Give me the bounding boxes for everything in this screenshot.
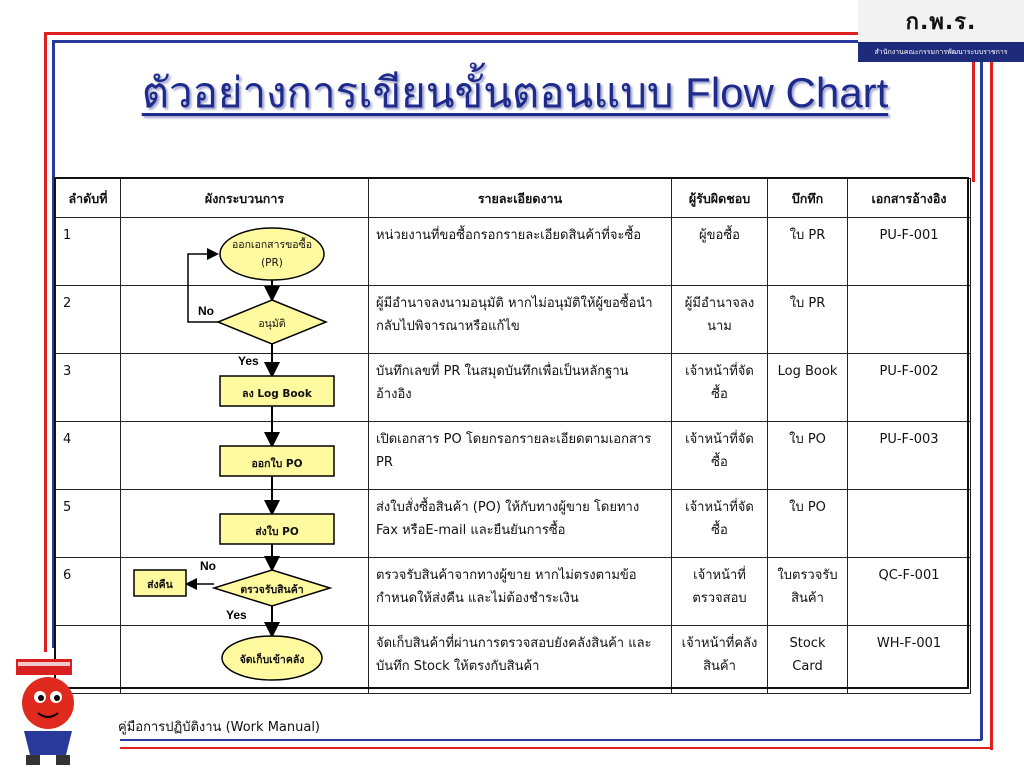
cell-owner: เจ้าหน้าที่จัดซื้อ	[671, 353, 768, 422]
cell-reference: QC-F-001	[847, 557, 971, 626]
return-label: ส่งคืน	[147, 579, 173, 591]
header-no: ลำดับที่	[55, 178, 121, 218]
header-record: บึกทึก	[767, 178, 848, 218]
process-flowchart: ออกเอกสารขอซื้อ (PR) อนุมัติ ลง Log Book…	[120, 214, 368, 690]
cell-detail: หน่วยงานที่ขอซื้อกรอกรายละเอียดสินค้าที่…	[368, 217, 672, 286]
cell-detail: เปิดเอกสาร PO โดยกรอกรายละเอียดตามเอกสาร…	[368, 421, 672, 490]
cell-owner: ผู้ขอซื้อ	[671, 217, 768, 286]
cell-record: ใบ PR	[767, 217, 848, 286]
cell-owner: เจ้าหน้าที่จัดซื้อ	[671, 489, 768, 558]
issue-po-label: ออกใบ PO	[251, 458, 303, 470]
header-owner: ผู้รับผิดชอบ	[671, 178, 768, 218]
frame-line-blue-left	[52, 40, 55, 648]
cell-reference	[847, 489, 971, 558]
frame-line-red-left	[44, 32, 47, 652]
cell-reference: PU-F-001	[847, 217, 971, 286]
inspect-label: ตรวจรับสินค้า	[240, 584, 304, 596]
flowchart-table: ลำดับที่ ผังกระบวนการ รายละเอียดงาน ผู้ร…	[55, 178, 971, 694]
header-detail: รายละเอียดงาน	[368, 178, 672, 218]
cell-record: ใบตรวจรับสินค้า	[767, 557, 848, 626]
no-label-approve: No	[198, 304, 214, 318]
header-process: ผังกระบวนการ	[120, 178, 369, 218]
cell-record: ใบ PO	[767, 421, 848, 490]
logbook-label: ลง Log Book	[242, 388, 312, 400]
store-label: จัดเก็บเข้าคลัง	[239, 654, 305, 666]
logbook-box	[219, 375, 335, 407]
yes-label-approve: Yes	[238, 354, 259, 368]
cell-record: ใบ PR	[767, 285, 848, 354]
send-po-box	[219, 513, 335, 545]
frame-line-blue-bottom	[120, 739, 982, 741]
cell-no: 6	[55, 557, 121, 626]
frame-line-red-right	[972, 32, 975, 182]
logo-subtitle: สำนักงานคณะกรรมการพัฒนาระบบราชการ	[858, 42, 1024, 62]
cell-record: Log Book	[767, 353, 848, 422]
cell-reference: WH-F-001	[847, 625, 971, 694]
cell-reference: PU-F-002	[847, 353, 971, 422]
no-label-inspect: No	[200, 559, 216, 573]
arrow-no-loop	[187, 248, 219, 323]
header-reference: เอกสารอ้างอิง	[847, 178, 971, 218]
cell-owner: เจ้าหน้าที่คลังสินค้า	[671, 625, 768, 694]
cell-no: 2	[55, 285, 121, 354]
store-ellipse	[221, 635, 323, 681]
table-row: จัดเก็บสินค้าที่ผ่านการตรวจสอบยังคลังสิน…	[55, 625, 971, 694]
cell-owner: เจ้าหน้าที่จัดซื้อ	[671, 421, 768, 490]
approve-label: อนุมัติ	[258, 318, 286, 330]
yes-label-inspect: Yes	[226, 608, 247, 622]
frame-line-red-right-outer	[990, 60, 993, 750]
flowchart-svg	[133, 227, 335, 681]
footer-text: คู่มือการปฏิบัติงาน (Work Manual)	[118, 720, 321, 735]
table-header-row: ลำดับที่ ผังกระบวนการ รายละเอียดงาน ผู้ร…	[55, 178, 971, 218]
logo-name: ก.พ.ร.	[858, 0, 1024, 42]
cell-owner: เจ้าหน้าที่ตรวจสอบ	[671, 557, 768, 626]
cell-detail: บันทึกเลขที่ PR ในสมุดบันทึกเพื่อเป็นหลั…	[368, 353, 672, 422]
frame-line-blue-right	[980, 40, 983, 740]
send-po-label: ส่งใบ PO	[255, 526, 299, 538]
cell-detail: จัดเก็บสินค้าที่ผ่านการตรวจสอบยังคลังสิน…	[368, 625, 672, 694]
table-row: 6 ตรวจรับสินค้าจากทางผู้ขาย หากไม่ตรงตาม…	[55, 557, 971, 626]
issue-po-box	[219, 445, 335, 477]
cell-record: Stock Card	[767, 625, 848, 694]
table-row: 4 เปิดเอกสาร PO โดยกรอกรายละเอียดตามเอกส…	[55, 421, 971, 490]
cell-detail: ผู้มีอำนาจลงนามอนุมัติ หากไม่อนุมัติให้ผ…	[368, 285, 672, 354]
cell-detail: ส่งใบสั่งซื้อสินค้า (PO) ให้กับทางผู้ขาย…	[368, 489, 672, 558]
frame-line-blue-top	[52, 40, 980, 43]
start-node-label: ออกเอกสารขอซื้อ (PR)	[231, 239, 313, 269]
frame-line-red-bottom	[120, 747, 992, 749]
agency-logo: ก.พ.ร. สำนักงานคณะกรรมการพัฒนาระบบราชการ	[858, 0, 1024, 64]
cell-no: 5	[55, 489, 121, 558]
cell-no: 4	[55, 421, 121, 490]
cell-detail: ตรวจรับสินค้าจากทางผู้ขาย หากไม่ตรงตามข้…	[368, 557, 672, 626]
cell-no: 3	[55, 353, 121, 422]
cell-no: 1	[55, 217, 121, 286]
mascot-image	[16, 659, 74, 765]
cell-reference	[847, 285, 971, 354]
cell-reference: PU-F-003	[847, 421, 971, 490]
page-title: ตัวอย่างการเขียนขั้นตอนแบบ Flow Chart	[141, 69, 889, 116]
frame-line-red-top	[44, 32, 974, 35]
cell-owner: ผู้มีอำนาจลงนาม	[671, 285, 768, 354]
cell-record: ใบ PO	[767, 489, 848, 558]
